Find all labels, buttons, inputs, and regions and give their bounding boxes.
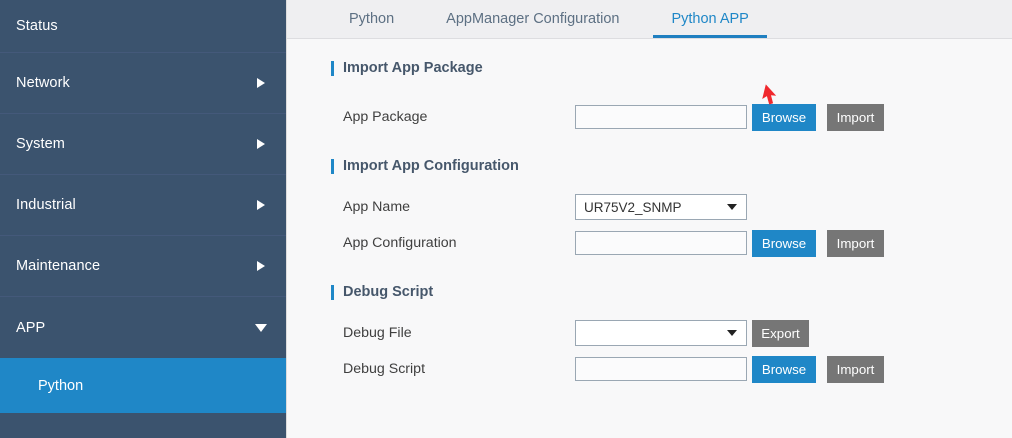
debug-file-select[interactable] xyxy=(575,320,747,346)
section-accent-bar xyxy=(331,284,334,300)
tab-python-app[interactable]: Python APP xyxy=(645,0,774,38)
debug-script-browse-button[interactable]: Browse xyxy=(752,355,816,383)
field-label-debug-file: Debug File xyxy=(343,325,412,341)
tab-python[interactable]: Python xyxy=(323,0,420,38)
app-package-browse-button[interactable]: Browse xyxy=(752,103,816,131)
section-accent-bar xyxy=(331,158,334,174)
section-title-debug-script: Debug Script xyxy=(331,281,1012,303)
sidebar-item-label: System xyxy=(16,136,65,152)
tab-bar: Python AppManager Configuration Python A… xyxy=(287,0,1012,39)
sidebar: Status Network System Industrial Mainten… xyxy=(0,0,286,438)
field-label-app-package: App Package xyxy=(343,109,428,125)
app-configuration-browse-button[interactable]: Browse xyxy=(752,229,816,257)
chevron-right-icon xyxy=(248,200,274,210)
sidebar-item-app[interactable]: APP xyxy=(0,297,286,358)
debug-file-select-wrapper xyxy=(575,320,747,346)
debug-script-import-button[interactable]: Import xyxy=(827,355,884,383)
sidebar-item-network[interactable]: Network xyxy=(0,53,286,114)
section-title-text: Debug Script xyxy=(343,284,434,300)
sidebar-subitem-label: Python xyxy=(38,377,84,394)
sidebar-item-label: Status xyxy=(16,18,58,34)
sidebar-item-label: Maintenance xyxy=(16,258,101,274)
field-label-app-configuration: App Configuration xyxy=(343,235,457,251)
tab-label: Python APP xyxy=(671,11,749,27)
section-title-import-app-configuration: Import App Configuration xyxy=(331,155,1012,177)
sidebar-item-label: Network xyxy=(16,75,70,91)
chevron-right-icon xyxy=(248,78,274,88)
section-accent-bar xyxy=(331,60,334,76)
section-title-text: Import App Package xyxy=(343,60,483,76)
sidebar-item-status[interactable]: Status xyxy=(0,0,286,53)
app-package-import-button[interactable]: Import xyxy=(827,103,884,131)
app-configuration-input[interactable] xyxy=(575,231,747,255)
form-row-app-name: App Name UR75V2_SNMP xyxy=(343,189,1012,225)
chevron-down-icon xyxy=(248,323,274,332)
content-area: Import App Package App Package Browse Im… xyxy=(287,39,1012,438)
sidebar-filler xyxy=(0,413,286,438)
app-package-input[interactable] xyxy=(575,105,747,129)
sidebar-item-label: APP xyxy=(16,319,46,336)
tab-label: AppManager Configuration xyxy=(446,11,620,27)
section-title-text: Import App Configuration xyxy=(343,158,519,174)
sidebar-item-system[interactable]: System xyxy=(0,114,286,175)
app-name-select[interactable]: UR75V2_SNMP xyxy=(575,194,747,220)
app-configuration-import-button[interactable]: Import xyxy=(827,229,884,257)
debug-script-input[interactable] xyxy=(575,357,747,381)
section-title-import-app-package: Import App Package xyxy=(331,57,1012,79)
sidebar-item-maintenance[interactable]: Maintenance xyxy=(0,236,286,297)
form-row-app-package: App Package Browse Import xyxy=(343,99,1012,135)
sidebar-item-python[interactable]: Python xyxy=(0,358,286,413)
app-name-select-wrapper: UR75V2_SNMP xyxy=(575,194,747,220)
form-row-app-configuration: App Configuration Browse Import xyxy=(343,225,1012,261)
field-label-app-name: App Name xyxy=(343,199,411,215)
tab-appmanager-configuration[interactable]: AppManager Configuration xyxy=(420,0,645,38)
main-panel: Python AppManager Configuration Python A… xyxy=(286,0,1012,438)
tab-label: Python xyxy=(349,11,395,27)
sidebar-item-label: Industrial xyxy=(16,197,76,213)
field-label-debug-script: Debug Script xyxy=(343,361,426,377)
sidebar-item-industrial[interactable]: Industrial xyxy=(0,175,286,236)
form-row-debug-file: Debug File Export xyxy=(343,315,1012,351)
form-row-debug-script: Debug Script Browse Import xyxy=(343,351,1012,387)
chevron-right-icon xyxy=(248,139,274,149)
chevron-right-icon xyxy=(248,261,274,271)
debug-file-export-button[interactable]: Export xyxy=(752,319,809,347)
